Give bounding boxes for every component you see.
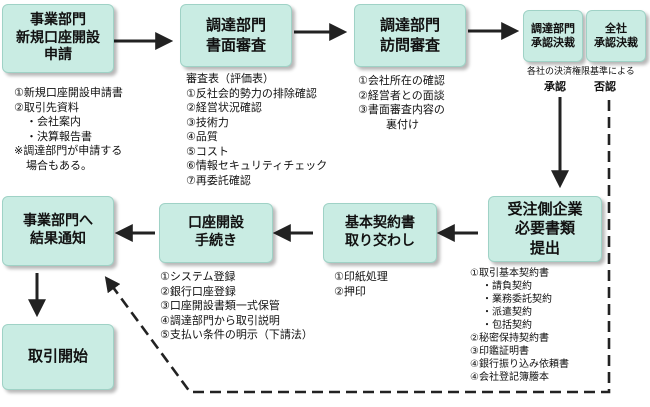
note-basic-contract: ①印紙処理 ②押印 [334, 270, 388, 298]
box-business-apply: 事業部門 新規口座開設 申請 [2, 4, 114, 73]
reject-label: 否認 [594, 80, 616, 93]
dashed-reject-path [104, 100, 611, 394]
approve-label: 承認 [544, 80, 566, 93]
note-account-procedure: ①システム登録 ②銀行口座登録 ③口座開設書類一式保管 ④調達部門から取引説明 … [160, 270, 313, 341]
box-basic-contract: 基本契約書 取り交わし [323, 203, 437, 263]
note-visit-review: ①会社所在の確認 ②経営者との面談 ③書面審査内容の 裏付け [358, 74, 445, 131]
note-doc-review: 審査表（評価表） ①反社会的勢力の排除確認 ②経営状況確認 ③技術力 ④品質 ⑤… [186, 72, 328, 187]
note-apply: ①新規口座開設申請書 ②取引先資料 ・会社案内 ・決算報告書 ※調達部門が申請す… [14, 86, 123, 172]
box-visit-review: 調達部門 訪問審査 [354, 4, 466, 67]
box-account-procedure: 口座開設 手続き [159, 203, 273, 263]
box-supplier-docs: 受注側企業 必要書類 提出 [488, 196, 602, 262]
box-start-trade: 取引開始 [2, 324, 114, 390]
box-proc-approval: 調達部門 承認決裁 [523, 10, 583, 62]
box-notify-result: 事業部門へ 結果通知 [2, 196, 114, 266]
box-doc-review: 調達部門 書面審査 [180, 4, 292, 67]
box-corp-approval: 全社 承認決裁 [586, 10, 646, 62]
note-supplier-docs: ①取引基本契約書 ・請負契約 ・業務委託契約 ・派遣契約 ・包括契約 ②秘密保持… [470, 268, 569, 383]
approval-basis-note: 各社の決済権限基準による [527, 67, 635, 77]
